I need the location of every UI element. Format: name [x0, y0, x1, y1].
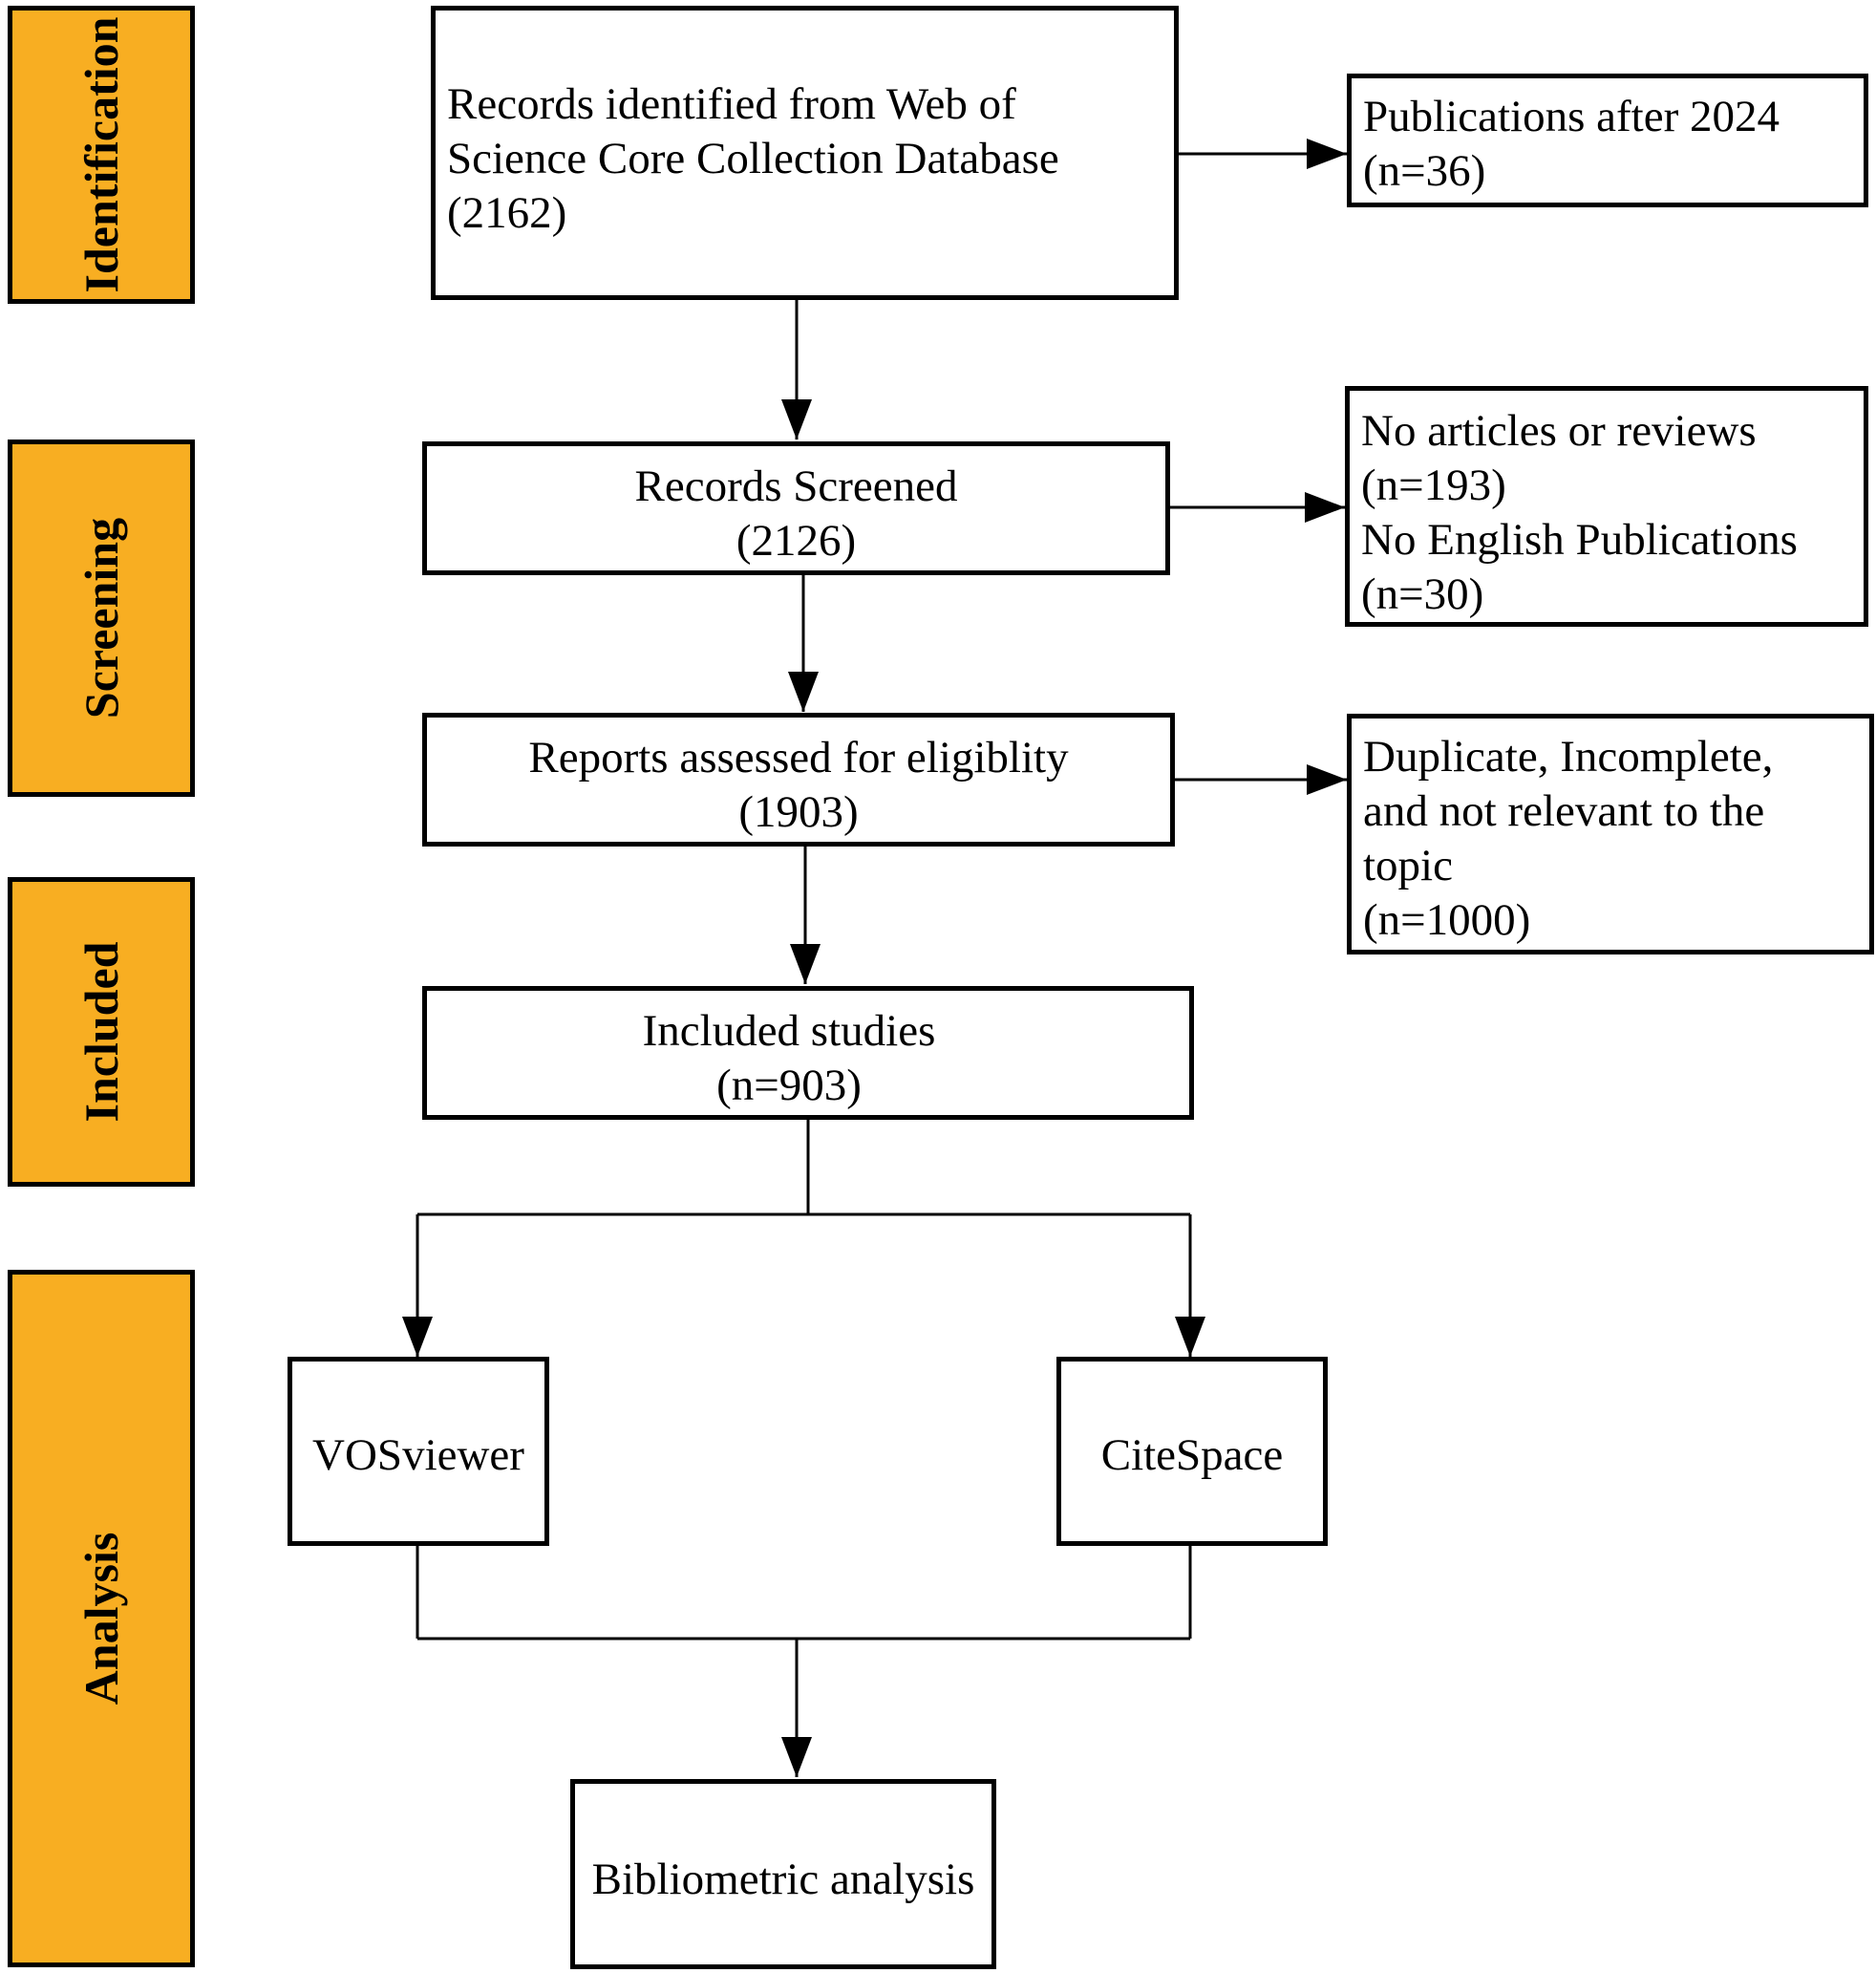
box-line: (n=193)	[1361, 461, 1506, 510]
records-identified-box: Records identified from Web of Science C…	[431, 6, 1179, 300]
screening-exclusions-box: No articles or reviews (n=193) No Englis…	[1345, 386, 1868, 627]
box-line: topic	[1363, 841, 1453, 890]
box-line: Duplicate, Incomplete,	[1363, 732, 1774, 782]
box-line: (n=30)	[1361, 569, 1484, 619]
vosviewer-box: VOSviewer	[288, 1357, 549, 1546]
stage-identification: Identification	[8, 6, 195, 304]
arrowhead	[790, 944, 821, 984]
arrowhead	[788, 672, 819, 712]
box-line: Included studies	[642, 1006, 936, 1056]
arrowhead	[1307, 139, 1347, 169]
arrowhead	[1175, 1317, 1205, 1357]
box-line: (2126)	[735, 516, 857, 566]
stage-included: Included	[8, 877, 195, 1187]
arrowhead	[781, 1737, 812, 1777]
arrowhead	[781, 399, 812, 440]
box-line: Publications after 2024	[1363, 92, 1780, 141]
box-line: Reports assessed for eligiblity	[528, 733, 1069, 783]
eligibility-exclusions-box: Duplicate, Incomplete, and not relevant …	[1347, 714, 1874, 954]
box-line: No English Publications	[1361, 515, 1798, 565]
reports-assessed-box: Reports assessed for eligiblity (1903)	[422, 713, 1175, 847]
publications-after-2024-box: Publications after 2024 (n=36)	[1347, 74, 1868, 207]
bibliometric-analysis-box: Bibliometric analysis	[570, 1779, 996, 1969]
box-line: and not relevant to the	[1363, 786, 1765, 836]
box-line: Records Screened	[634, 461, 958, 511]
arrowhead	[1305, 492, 1345, 523]
box-line: Records identified from Web of	[447, 79, 1016, 129]
box-line: CiteSpace	[1100, 1430, 1284, 1480]
citespace-box: CiteSpace	[1056, 1357, 1328, 1546]
stage-analysis: Analysis	[8, 1270, 195, 1967]
arrowhead	[402, 1317, 433, 1357]
box-line: VOSviewer	[312, 1430, 524, 1480]
box-line: Science Core Collection Database	[447, 134, 1059, 183]
box-line: (n=36)	[1363, 146, 1486, 196]
stage-screening: Screening	[8, 440, 195, 797]
arrowhead	[1307, 764, 1347, 795]
box-line: (n=1000)	[1363, 895, 1531, 945]
box-line: (1903)	[738, 787, 859, 837]
box-line: No articles or reviews	[1361, 406, 1757, 456]
box-line: Bibliometric analysis	[591, 1855, 975, 1904]
records-screened-box: Records Screened (2126)	[422, 441, 1170, 575]
included-studies-box: Included studies (n=903)	[422, 986, 1194, 1120]
box-line: (2162)	[447, 188, 567, 238]
box-line: (n=903)	[716, 1061, 862, 1110]
